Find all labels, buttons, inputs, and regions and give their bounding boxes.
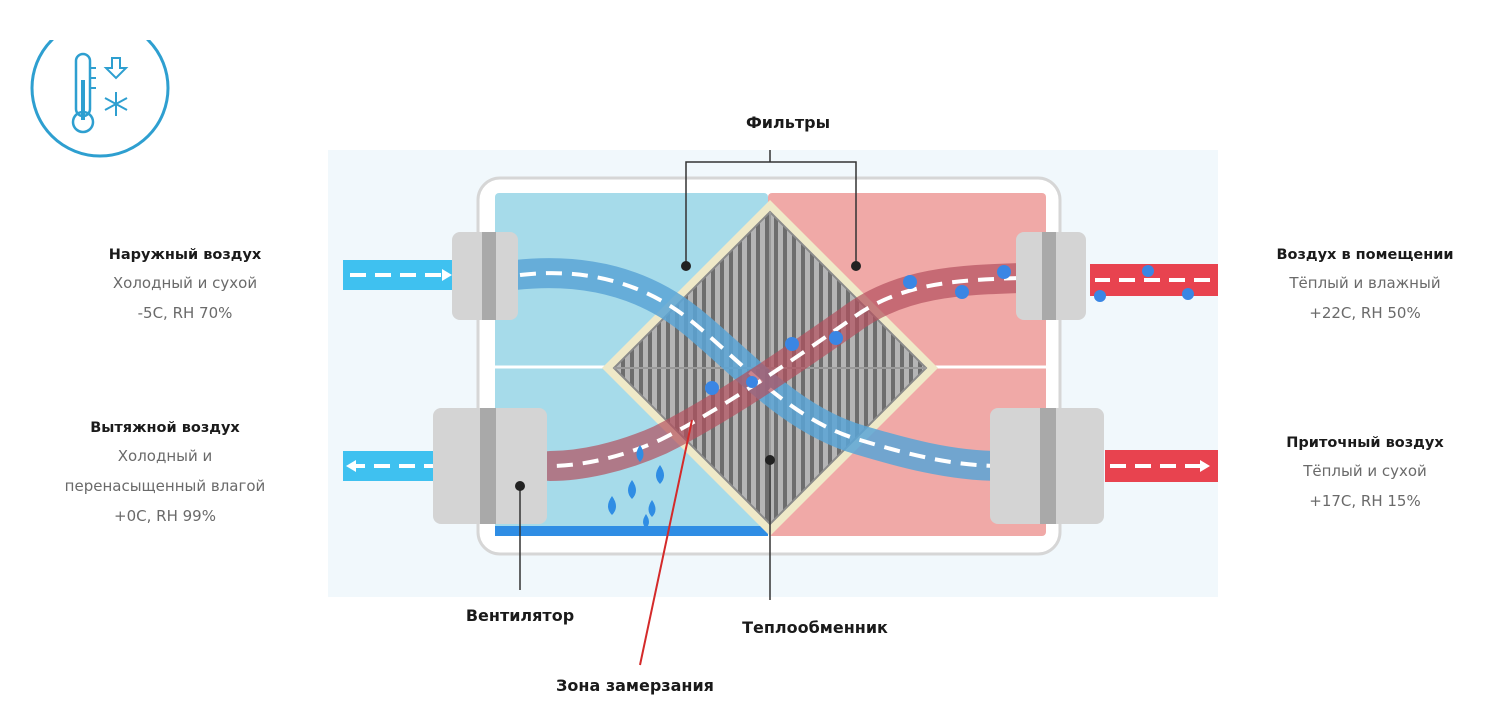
exhaust-air-block: Вытяжной воздух Холодный и перенасыщенны… [20, 415, 310, 531]
fan-exhaust [433, 408, 547, 524]
fan-dot [515, 481, 525, 491]
supply-air-block: Приточный воздух Тёплый и сухой +17C, RH… [1235, 430, 1487, 516]
condensate-tray [495, 526, 768, 536]
freeze-zone-leader [639, 419, 693, 666]
exhaust-air-desc-1: Холодный и [117, 447, 213, 465]
exhaust-air-title: Вытяжной воздух [90, 420, 240, 436]
heat-exchanger-dot [765, 455, 775, 465]
outdoor-air-block: Наружный воздух Холодный и сухой -5C, RH… [55, 242, 315, 328]
heat-exchanger-label: Теплообменник [742, 618, 888, 637]
filters-label: Фильтры [745, 113, 831, 132]
freeze-zone-label: Зона замерзания [556, 676, 714, 695]
filter-right-dot [851, 261, 861, 271]
indoor-air-block: Воздух в помещении Тёплый и влажный +22C… [1225, 242, 1487, 328]
outdoor-air-desc: Холодный и сухой [112, 274, 258, 292]
outdoor-duct [343, 260, 458, 290]
warm-flow-path [535, 263, 1035, 481]
indoor-air-desc: Тёплый и влажный [1289, 274, 1441, 292]
supply-air-desc: Тёплый и сухой [1303, 462, 1427, 480]
outdoor-air-title: Наружный воздух [108, 247, 262, 263]
fan-outdoor [452, 232, 518, 320]
indoor-air-values: +22C, RH 50% [1309, 304, 1421, 322]
filter-left-dot [681, 261, 691, 271]
supply-air-title: Приточный воздух [1286, 435, 1444, 451]
exhaust-duct [343, 451, 440, 481]
condensate-droplets [608, 445, 664, 528]
fan-label: Вентилятор [465, 606, 575, 625]
fan-indoor [1016, 232, 1086, 320]
exhaust-air-values: +0C, RH 99% [114, 507, 216, 525]
indoor-duct [1090, 264, 1218, 302]
indoor-air-title: Воздух в помещении [1276, 247, 1454, 263]
filters-leader [685, 150, 857, 266]
outdoor-air-values: -5C, RH 70% [137, 304, 233, 322]
fan-supply [990, 408, 1104, 524]
supply-air-values: +17C, RH 15% [1309, 492, 1421, 510]
exhaust-air-desc-2: перенасыщенный влагой [64, 477, 266, 495]
supply-duct [1105, 450, 1218, 482]
